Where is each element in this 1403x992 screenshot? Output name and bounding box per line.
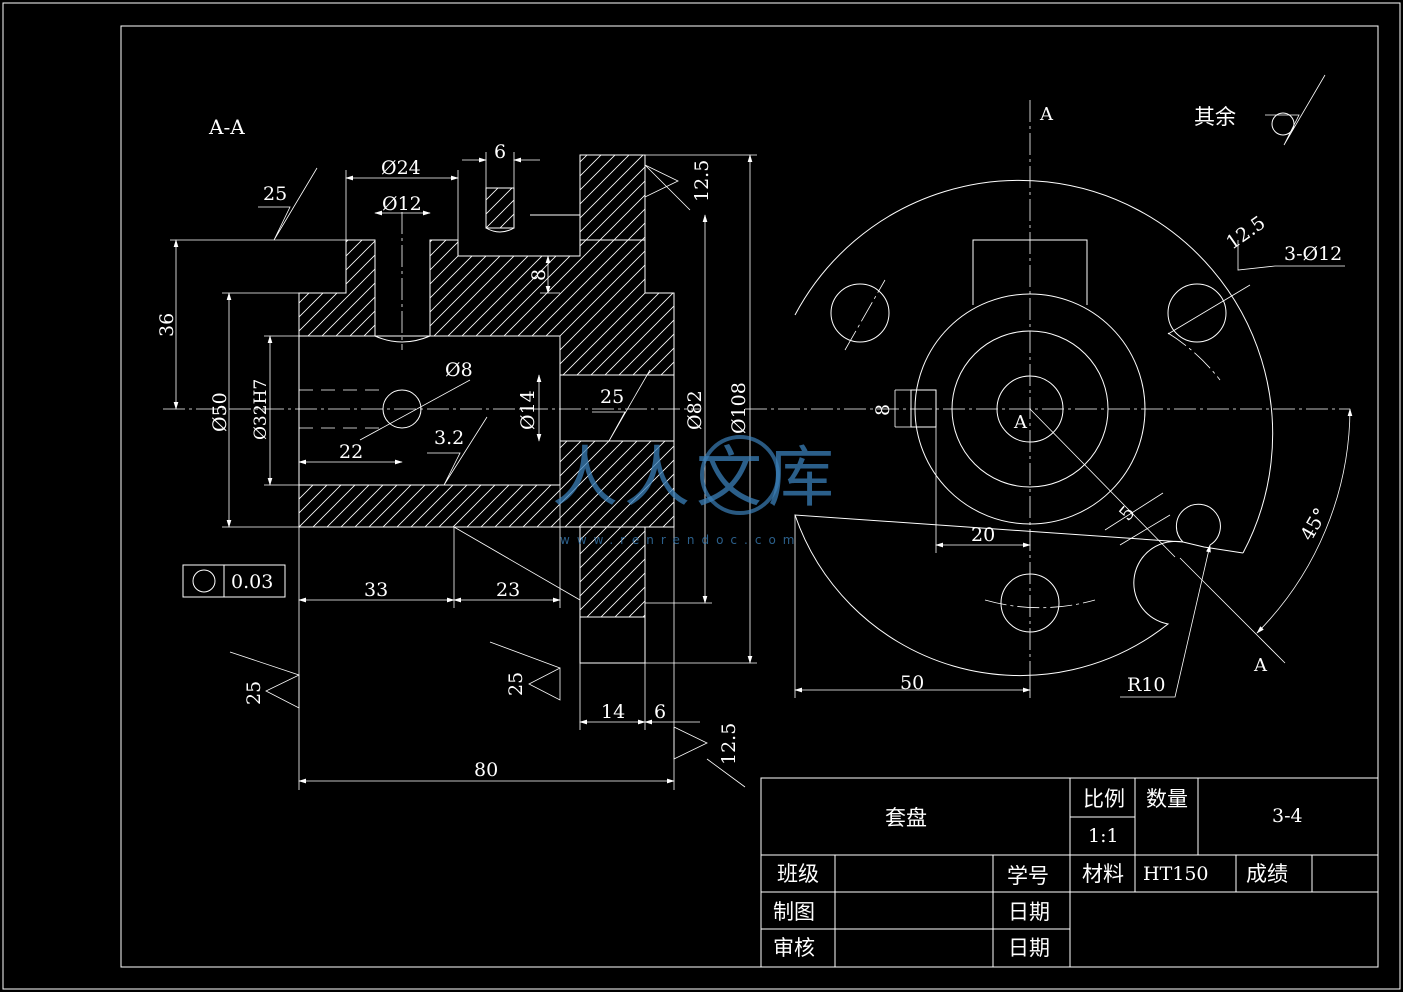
keyway-hatch	[485, 187, 515, 229]
dim-d32h7: Ø32H7	[251, 379, 271, 440]
dim-80: 80	[474, 759, 498, 781]
scale-label: 比例	[1083, 787, 1125, 811]
dim-25-bottom: 25	[505, 672, 527, 696]
section-mark-top: A	[1039, 104, 1054, 125]
grade-label: 成绩	[1246, 862, 1288, 886]
review-label: 审核	[773, 936, 815, 960]
pin-hole-8	[382, 389, 422, 429]
tolerance-value: 0.03	[231, 571, 273, 593]
dim-22: 22	[339, 441, 363, 463]
title-block: 套盘 比例 数量 1:1 3-4 班级 学号 材料 HT150 成绩 制图 日期…	[760, 777, 1379, 968]
part-name: 套盘	[885, 806, 927, 830]
date-label-1: 日期	[1008, 900, 1050, 924]
dim-25-top: 25	[263, 183, 287, 205]
dim-d108: Ø108	[728, 382, 750, 434]
dim-8: 8	[528, 269, 550, 281]
section-outline	[298, 154, 675, 664]
dim-d24: Ø24	[381, 157, 421, 179]
drawing-number: 3-4	[1272, 805, 1303, 827]
dim-8-right: 8	[872, 404, 894, 416]
watermark-text: 人人文库	[552, 439, 840, 516]
dim-d14: Ø14	[517, 390, 539, 430]
dim-45deg: 45°	[1296, 504, 1332, 544]
dim-d50: Ø50	[209, 392, 231, 432]
watermark-url: www.renrendoc.com	[560, 533, 801, 547]
dim-25-left: 25	[243, 681, 265, 705]
section-view: A-A	[156, 115, 757, 790]
material-value: HT150	[1143, 863, 1209, 885]
dim-12-5-right: 12.5	[1222, 212, 1269, 254]
bolt-hole-left	[830, 283, 890, 343]
roughness-note: 其余	[1194, 105, 1236, 129]
dim-12-5-top: 12.5	[691, 160, 713, 202]
dim-r10: R10	[1127, 674, 1165, 696]
class-label: 班级	[777, 862, 819, 886]
front-centerlines	[745, 100, 1350, 668]
watermark: 人人文库 www.renrendoc.com	[552, 435, 840, 547]
scale-value: 1:1	[1088, 825, 1119, 847]
date-label-2: 日期	[1008, 936, 1050, 960]
section-dimension-texts: Ø24 Ø12 6 12.5 25 36 8 Ø50 Ø32H7 Ø8 Ø14 …	[156, 141, 750, 781]
dim-36: 36	[156, 313, 178, 337]
front-view: A A A 其余 12.5 3-Ø12 8 20 5 45° 50 R10	[745, 74, 1353, 698]
dim-50: 50	[900, 672, 924, 694]
dim-14: 14	[601, 701, 625, 723]
dim-3-2: 3.2	[434, 427, 464, 449]
geometric-tolerance-frame	[182, 564, 286, 598]
dim-holes: 3-Ø12	[1284, 243, 1342, 265]
dim-23: 23	[496, 579, 520, 601]
dim-20: 20	[971, 524, 995, 546]
dim-12-5-bottom: 12.5	[718, 723, 740, 765]
drawn-label: 制图	[773, 900, 815, 924]
dim-d12: Ø12	[382, 193, 422, 215]
qty-label: 数量	[1146, 787, 1188, 811]
section-label: A-A	[208, 115, 245, 139]
dim-6-top: 6	[494, 141, 506, 163]
roughness-symbols-section	[229, 164, 746, 788]
dim-33: 33	[364, 579, 388, 601]
dim-d8: Ø8	[445, 359, 473, 381]
dim-6-bottom: 6	[654, 701, 666, 723]
student-no-label: 学号	[1007, 864, 1049, 888]
bolt-hole-right	[1167, 283, 1227, 343]
dim-25-mid: 25	[600, 386, 624, 408]
section-mark-bottom: A	[1253, 655, 1268, 676]
dim-d82: Ø82	[684, 390, 706, 430]
front-dimension-lines	[794, 74, 1353, 698]
section-mark-center: A	[1013, 412, 1028, 433]
material-label: 材料	[1082, 862, 1124, 886]
inner-frame	[120, 25, 1379, 968]
